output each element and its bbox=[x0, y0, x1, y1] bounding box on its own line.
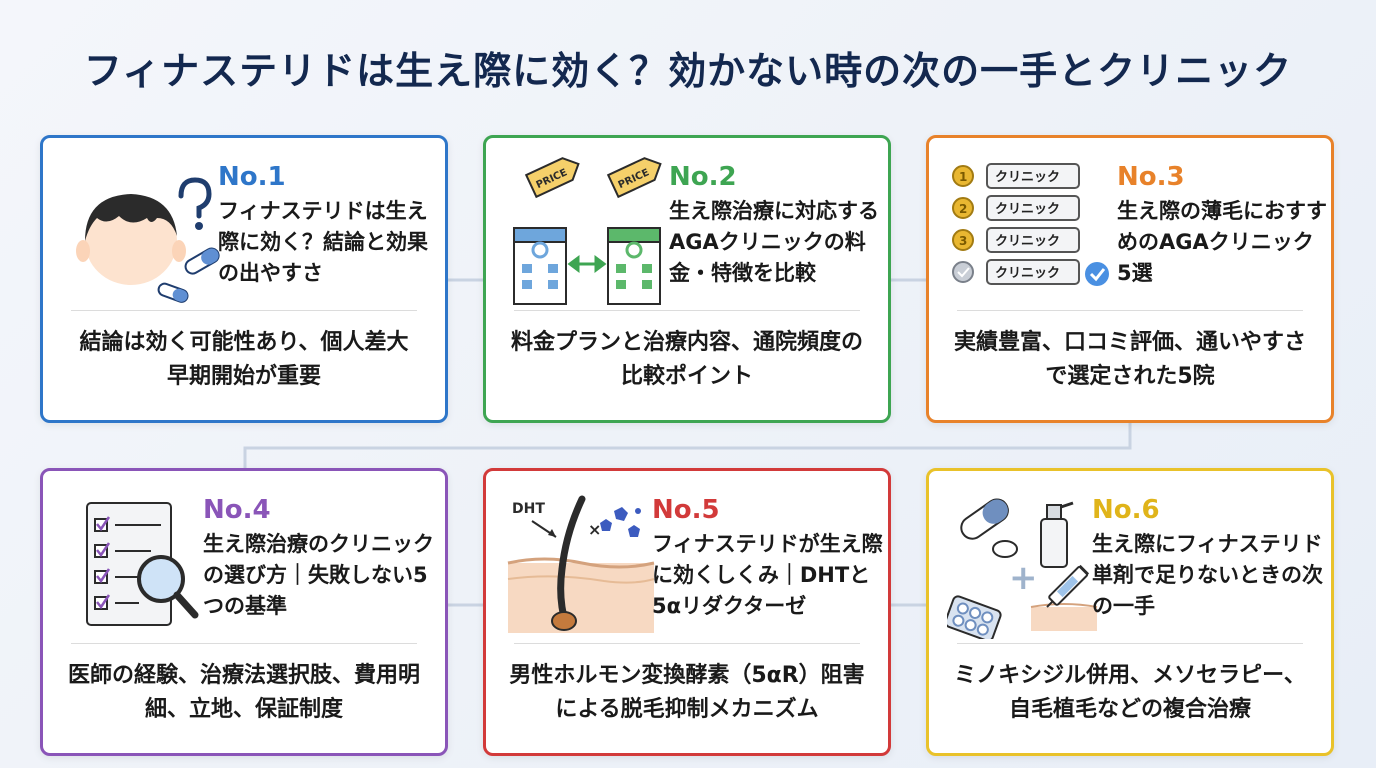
card-number: No.3 bbox=[1117, 162, 1185, 192]
divider bbox=[71, 643, 417, 644]
clinic-building-icon bbox=[607, 227, 661, 305]
card-number: No.6 bbox=[1092, 495, 1160, 525]
card-heading: 生え際の薄毛におすすめのAGAクリニック5選 bbox=[1117, 199, 1327, 285]
svg-text:+: + bbox=[1009, 558, 1038, 598]
card-description: 料金プランと治療内容、通院頻度の比較ポイント bbox=[510, 330, 863, 389]
clinic-price-compare-icon: PRICE PRICE bbox=[513, 157, 662, 305]
medal-3-icon: 3 bbox=[952, 229, 974, 251]
compare-arrow-icon bbox=[567, 255, 607, 273]
card-heading: フィナステリドは生え際に効く？結論と効果の出やすさ bbox=[218, 199, 428, 285]
page-title: フィナステリドは生え際に効く？効かない時の次の一手とクリニック bbox=[83, 49, 1293, 93]
ranking-medals-icon: 1 クリニック 2 クリニック 3 クリニック クリニック bbox=[952, 163, 1109, 286]
divider bbox=[957, 643, 1303, 644]
card-heading: フィナステリドが生え際に効くしくみ｜DHTと5αリダクターゼ bbox=[652, 532, 883, 618]
card-description: 実績豊富、口コミ評価、通いやすさで選定された5院 bbox=[953, 330, 1306, 389]
card-no6[interactable]: + No.6 生え際にフィナステリド単剤で足りないときの次の一手 ミノキシジル併… bbox=[926, 468, 1334, 756]
medal-1-icon: 1 bbox=[952, 165, 974, 187]
capsule-icon bbox=[960, 498, 1009, 540]
card-number: No.2 bbox=[669, 162, 737, 192]
check-badge-icon bbox=[1085, 262, 1109, 286]
checklist-magnifier-icon bbox=[86, 502, 199, 626]
dht-label: DHT bbox=[512, 501, 545, 517]
card-no4[interactable]: No.4 生え際治療のクリニックの選び方｜失敗しない5つの基準 医師の経験、治療… bbox=[40, 468, 448, 756]
spray-bottle-icon bbox=[1040, 501, 1074, 568]
medal-2-icon: 2 bbox=[952, 197, 974, 219]
ranking-label: クリニック bbox=[995, 170, 1060, 185]
card-no2[interactable]: PRICE PRICE No.2 bbox=[483, 135, 891, 423]
card-description: 男性ホルモン変換酵素（5αR）阻害による脱毛抑制メカニズム bbox=[509, 663, 865, 722]
head-question-pills-icon bbox=[76, 177, 220, 303]
divider bbox=[514, 643, 860, 644]
divider bbox=[514, 310, 860, 311]
card-description: 医師の経験、治療法選択肢、費用明細、立地、保証制度 bbox=[67, 663, 420, 722]
card-number: No.4 bbox=[203, 495, 271, 525]
card-heading: 生え際治療のクリニックの選び方｜失敗しない5つの基準 bbox=[203, 532, 434, 618]
ranking-label: クリニック bbox=[995, 202, 1060, 217]
svg-text:1: 1 bbox=[959, 170, 967, 184]
hair-follicle-dht-icon: DHT × bbox=[507, 495, 655, 633]
pill-pack-icon bbox=[947, 595, 1002, 639]
card-number: No.5 bbox=[652, 495, 720, 525]
card-no1[interactable]: No.1 フィナステリドは生え際に効く？結論と効果の出やすさ 結論は効く可能性あ… bbox=[40, 135, 448, 423]
svg-text:2: 2 bbox=[959, 202, 967, 216]
divider bbox=[71, 310, 417, 311]
ranking-label: クリニック bbox=[995, 234, 1060, 249]
divider bbox=[957, 310, 1303, 311]
ranking-label: クリニック bbox=[995, 266, 1060, 281]
card-no5[interactable]: DHT × No.5 フィナステリドが生え際に効くしくみ｜DHTと5αリダクター… bbox=[483, 468, 891, 756]
card-number: No.1 bbox=[218, 162, 286, 192]
card-description: 結論は効く可能性あり、個人差大 早期開始が重要 bbox=[79, 330, 431, 389]
svg-text:×: × bbox=[588, 520, 601, 539]
svg-text:3: 3 bbox=[959, 234, 967, 248]
card-no3[interactable]: 1 クリニック 2 クリニック 3 クリニック クリニック No.3 生え際の薄… bbox=[926, 135, 1334, 423]
syringe-scalp-icon bbox=[1030, 564, 1098, 631]
combination-treatment-icon: + bbox=[947, 498, 1098, 639]
card-heading: 生え際治療に対応するAGAクリニックの料金・特徴を比較 bbox=[669, 199, 879, 285]
medal-4-icon bbox=[952, 261, 974, 283]
clinic-building-icon bbox=[513, 227, 567, 305]
card-heading: 生え際にフィナステリド単剤で足りないときの次の一手 bbox=[1092, 532, 1323, 618]
card-description: ミノキシジル併用、メソセラピー、自毛植毛などの複合治療 bbox=[954, 663, 1306, 722]
